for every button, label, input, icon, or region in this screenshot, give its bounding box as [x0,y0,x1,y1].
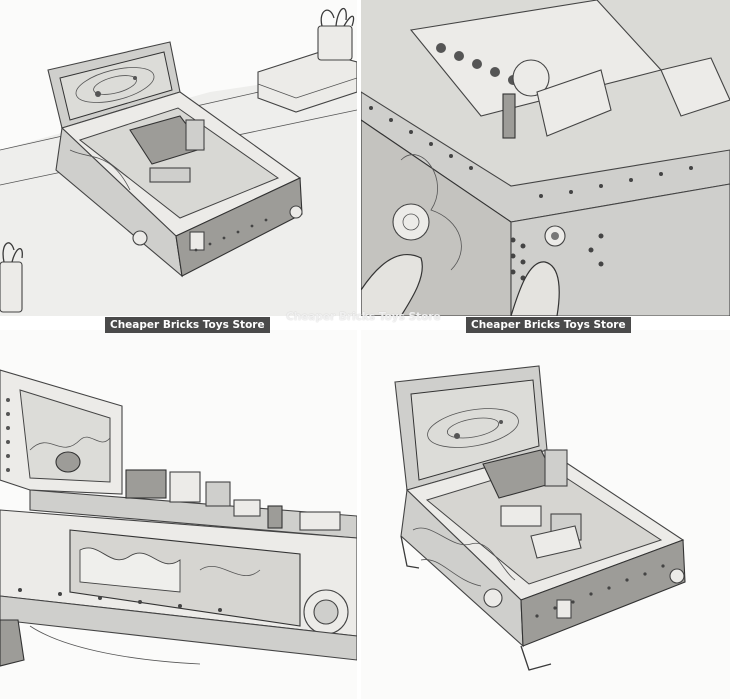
pinball-on-table-drawing [0,8,357,316]
sketch-panel-button-closeup [361,0,730,316]
sketch-panel-table-view [0,0,357,316]
pinball-full-view-drawing [394,365,686,671]
store-watermark-right: Cheaper Bricks Toys Store [466,317,631,333]
store-watermark-center: Cheaper Bricks Toys Store [286,311,441,323]
sketch-panel-side-view [0,330,357,699]
store-watermark-left: Cheaper Bricks Toys Store [105,317,270,333]
sketch-panel-full-view [361,330,730,699]
hand-pressing-button-drawing [361,0,730,316]
pinball-side-view-drawing [0,369,357,667]
